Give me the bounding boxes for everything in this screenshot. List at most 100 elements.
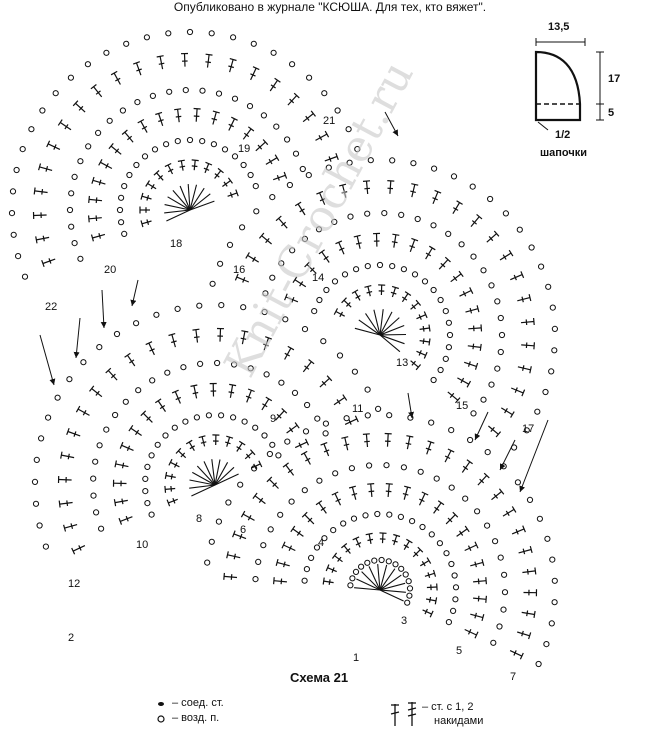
double-crochet-stitch <box>180 52 189 67</box>
watermark: Knit-Crochet.ru <box>215 53 424 385</box>
slip-stitch-symbol <box>158 702 164 706</box>
chain-stitch <box>364 210 371 217</box>
chain-stitch <box>165 30 172 37</box>
chain-stitch <box>180 364 187 371</box>
fan-base-stitch <box>172 190 191 211</box>
chain-stitch <box>134 99 141 106</box>
double-crochet-stitch <box>164 485 176 493</box>
double-crochet-stitch <box>124 352 136 367</box>
row-arrows <box>39 111 549 493</box>
chain-stitch <box>39 107 46 114</box>
chain-stitch <box>215 518 222 525</box>
fraction-label: 1/2 <box>555 129 570 141</box>
double-crochet-stitch <box>156 55 165 70</box>
fan-base-stitch <box>189 187 205 211</box>
chain-stitch <box>218 412 225 419</box>
chain-stitch <box>103 426 110 433</box>
chain-stitch <box>196 302 203 309</box>
row-number-16: 16 <box>233 264 245 276</box>
fan-base-stitch <box>361 571 381 591</box>
chain-stitch <box>314 415 321 422</box>
chain-stitch <box>381 210 388 217</box>
chain-stitch <box>103 49 110 56</box>
double-crochet-stitch <box>488 425 502 438</box>
chain-stitch <box>341 271 349 278</box>
double-crochet-stitch <box>333 308 345 318</box>
chain-stitch <box>301 487 308 494</box>
double-crochet-stitch <box>365 532 374 545</box>
chain-stitch <box>320 338 327 345</box>
chain-stitch <box>239 224 246 231</box>
chain-stitch <box>278 260 285 267</box>
chain-stitch <box>345 126 352 133</box>
double-crochet-stitch <box>520 317 535 326</box>
fan-base-stitch <box>379 564 388 591</box>
chain-stitch <box>445 619 452 626</box>
double-crochet-stitch <box>90 233 106 242</box>
chain-stitch <box>386 412 393 419</box>
chain-stitch <box>330 527 337 534</box>
chain-stitch <box>278 379 285 386</box>
chain-stitch <box>284 438 291 445</box>
fan-base-stitch <box>379 574 402 591</box>
double-crochet-stitch <box>302 110 316 123</box>
double-crochet-stitch <box>128 424 142 436</box>
double-crochet-stitch <box>419 338 431 346</box>
chain-stitch <box>209 280 216 287</box>
chain-stitch <box>487 195 494 203</box>
double-crochet-stitch <box>457 377 472 388</box>
chain-stitch <box>289 247 296 254</box>
double-crochet-stitch <box>71 545 86 555</box>
chain-stitch <box>8 210 16 217</box>
double-crochet-stitch <box>432 189 442 205</box>
chain-stitch <box>378 556 385 564</box>
chain-stitch <box>292 150 300 157</box>
chain-stitch <box>119 107 127 114</box>
double-crochet-stitch <box>211 110 220 125</box>
double-crochet-stitch <box>324 152 339 162</box>
chain-stitch <box>348 465 355 472</box>
chain-stitch <box>469 183 476 190</box>
double-crochet-stitch <box>46 140 61 150</box>
double-crochet-stitch <box>193 107 201 122</box>
row-number-15: 15 <box>456 400 468 412</box>
double-crochet-stitch <box>110 70 121 85</box>
chain-stitch <box>367 157 374 164</box>
chain-stitch <box>182 418 189 425</box>
row-number-13: 13 <box>396 357 408 369</box>
chain-stitch <box>350 515 358 522</box>
chain-stitch <box>121 183 128 190</box>
chain-stitch <box>417 468 424 475</box>
chain-stitch <box>316 477 323 484</box>
double-crochet-stitch <box>154 398 166 412</box>
chain-stitch <box>261 432 268 439</box>
double-crochet-stitch <box>409 237 419 253</box>
chain-stitch <box>353 266 360 273</box>
double-crochet-stitch <box>119 441 134 452</box>
chain-stitch <box>315 226 323 233</box>
chain-stitch <box>443 550 450 557</box>
chain-stitch <box>289 61 296 68</box>
legend-symbols <box>157 702 417 726</box>
row-number-21: 21 <box>323 115 335 127</box>
legend-chain: – возд. п. <box>172 712 220 724</box>
hat-pattern-piece: 13,5 1/2 шапочки 17 5 <box>534 21 620 159</box>
chain-stitch <box>494 365 501 372</box>
chain-stitch <box>21 273 29 280</box>
row-direction-arrow <box>39 334 56 386</box>
chain-stitch <box>374 510 381 518</box>
chain-stitch <box>433 475 440 482</box>
chain-stitch <box>321 535 328 542</box>
chain-stitch <box>95 129 102 136</box>
double-crochet-stitch <box>319 375 333 388</box>
double-crochet-stitch <box>339 183 348 198</box>
chain-stitch <box>230 414 237 421</box>
double-crochet-stitch <box>266 476 279 489</box>
double-crochet-stitch <box>272 171 288 181</box>
double-crochet-stitch <box>502 506 517 517</box>
chain-stitch <box>80 359 87 366</box>
double-crochet-stitch <box>137 118 148 133</box>
row-number-9: 9 <box>270 413 276 425</box>
fan-base-stitch <box>214 462 229 486</box>
chain-stitch <box>217 260 224 267</box>
